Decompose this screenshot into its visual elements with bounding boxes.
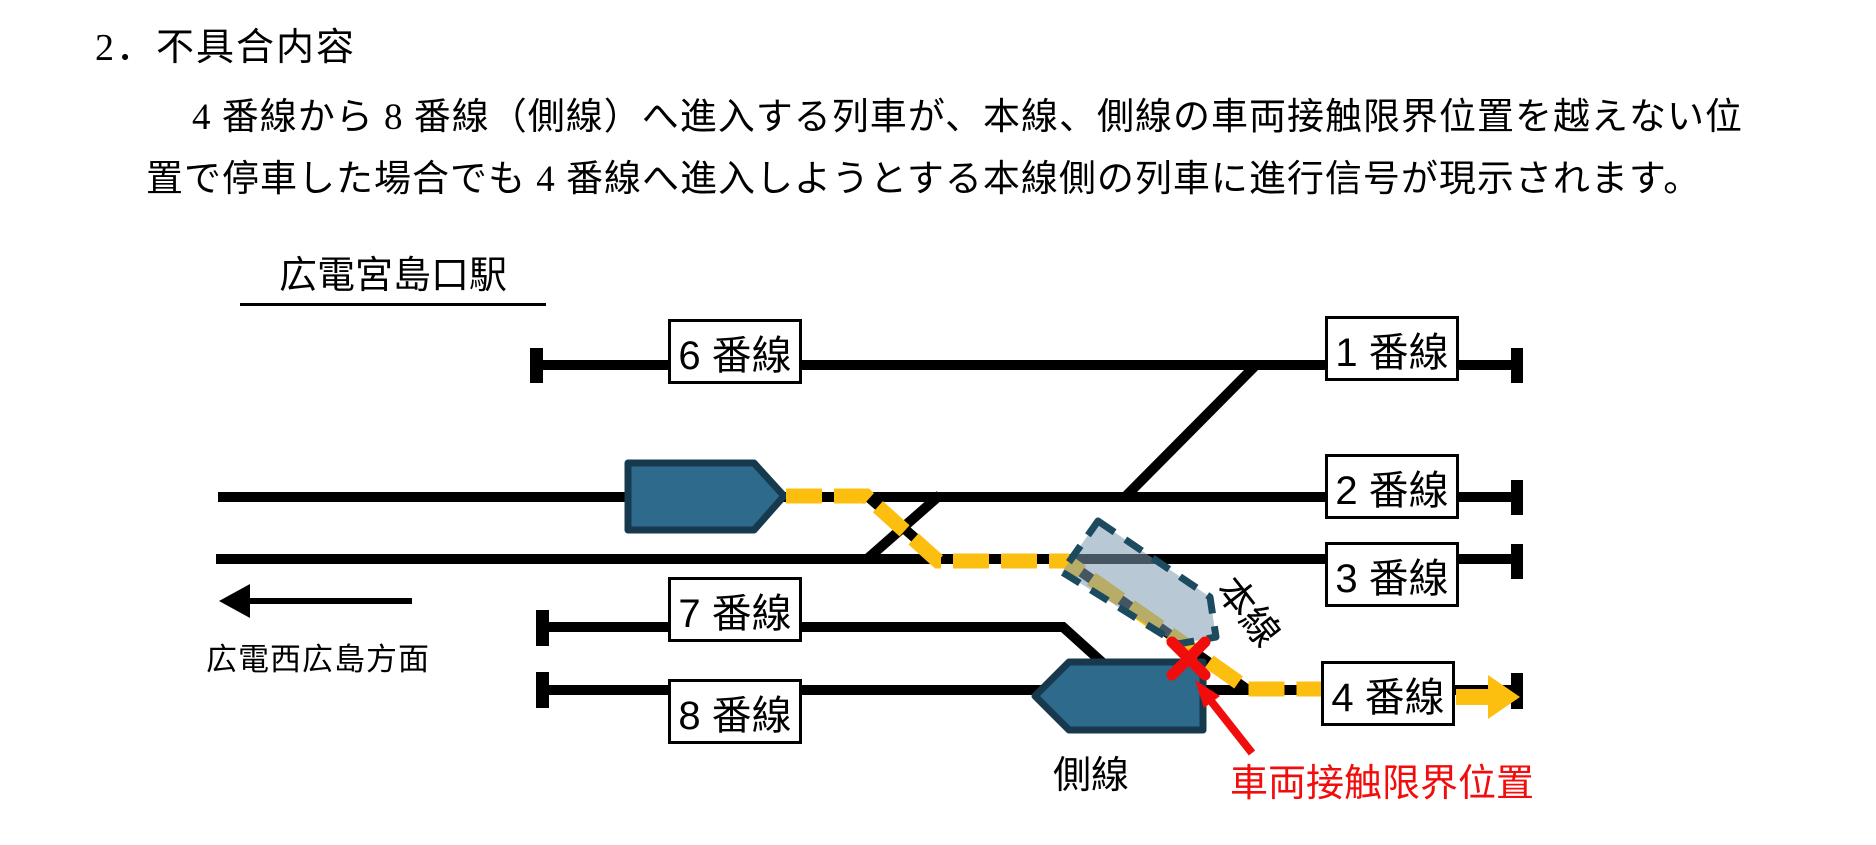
track-label-7: 7 番線 <box>668 577 802 642</box>
track-7-line <box>542 622 1129 687</box>
direction-arrow <box>219 584 412 618</box>
direction-arrow-head <box>219 584 250 618</box>
siding-label: 側線 <box>1053 755 1130 797</box>
direction-label: 広電西広島方面 <box>206 642 430 677</box>
contact-limit-label: 車両接触限界位置 <box>1230 763 1535 805</box>
buffer-stop-1-right <box>1511 348 1523 383</box>
buffer-stop-7-left <box>536 610 549 646</box>
buffer-stop-2-right <box>1511 480 1523 515</box>
body-text-line1: 4 番線から 8 番線（側線）へ進入する列車が、本線、側線の車両接触限界位置を越… <box>192 97 1744 138</box>
station-name: 広電宮島口駅 <box>240 244 546 306</box>
track-label-2: 2 番線 <box>1325 454 1459 519</box>
track-label-1: 1 番線 <box>1325 316 1459 381</box>
contact-limit-x-mark <box>1166 636 1211 681</box>
buffer-stop-8-left <box>536 672 549 708</box>
track-label-3: 3 番線 <box>1325 542 1459 607</box>
track-label-8: 8 番線 <box>668 679 802 744</box>
crossover-2-to-1 <box>1121 361 1260 501</box>
main-line-fouling-zone <box>1058 517 1220 648</box>
train-main-line <box>624 459 788 534</box>
body-text-line2: 置で停車した場合でも 4 番線へ進入しようとする本線側の列車に進行信号が現示され… <box>146 159 1702 200</box>
buffer-stops <box>530 348 1523 709</box>
buffer-stop-6-left <box>530 348 543 383</box>
x-mark-stroke-2 <box>1166 636 1211 681</box>
limit-annotation-arrow <box>1195 680 1256 756</box>
signal-route-path <box>786 488 1326 697</box>
buffer-stop-4-right <box>1511 673 1523 709</box>
buffer-stop-3-right <box>1511 544 1523 579</box>
route-arrow-head <box>1456 675 1520 719</box>
limit-arrow-head <box>1195 680 1220 708</box>
train-siding <box>1031 658 1207 734</box>
track-label-4: 4 番線 <box>1321 661 1455 726</box>
track-label-6: 6 番線 <box>668 319 802 384</box>
section-title: 2．不具合内容 <box>95 27 357 69</box>
limit-arrow-shaft <box>1207 698 1256 756</box>
